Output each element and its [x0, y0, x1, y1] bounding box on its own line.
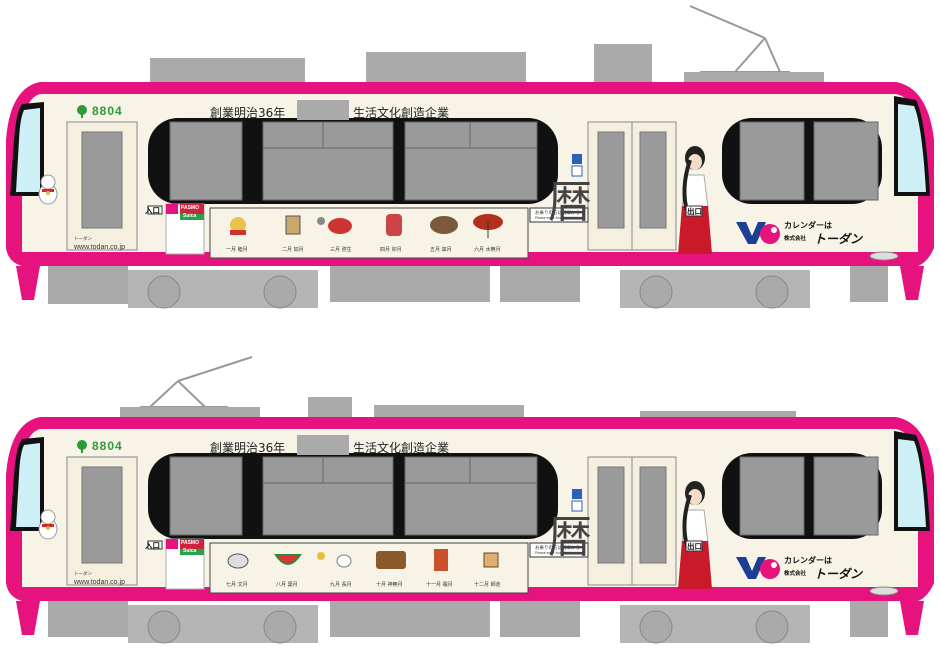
todan-logo [736, 557, 780, 579]
underframe-3 [500, 601, 580, 637]
wheelchair-icon [572, 154, 582, 164]
slogan-left: 創業明治36年 [210, 441, 286, 455]
roof-unit-4 [640, 411, 796, 419]
month-label: 十月 神無月 [376, 582, 403, 588]
slogan-right: 生活文化創造企業 [353, 441, 450, 455]
pantograph [140, 356, 253, 408]
roof-unit-2 [366, 52, 526, 84]
car-number: 8804 [92, 104, 123, 118]
slogan-right: 生活文化創造企業 [353, 106, 450, 120]
pasmo-label: PASMO [181, 540, 199, 546]
month-label: 四月 卯月 [380, 247, 402, 253]
company-name: トーダン [814, 232, 863, 246]
city-logo-icon [77, 105, 87, 118]
maneki-neko-icon [38, 174, 58, 205]
roof-unit-1 [120, 407, 260, 419]
entrance-label: 入口 [145, 206, 160, 215]
roof-unit-3 [594, 44, 652, 84]
notice-label: お乗りの方は前扉から [535, 210, 580, 215]
door-label: トーダン [74, 571, 92, 576]
shrine-maiden-figure [678, 481, 712, 589]
month-label: 五月 皐月 [430, 247, 452, 253]
tram-drawing [6, 5, 934, 309]
calendar-text: カレンダーは [784, 556, 832, 565]
month-illustrations [230, 214, 503, 238]
tram-car-bottom: 8804 創業明治36年 生活文化創造企業 www.todan.co.jp トー… [0, 335, 940, 670]
calendar-text: カレンダーは [784, 221, 832, 230]
notice-label: お乗りの方は前扉から [535, 545, 580, 550]
tram-drawing [6, 356, 934, 644]
website: www.todan.co.jp [74, 579, 125, 586]
suica-label: Suica [183, 548, 197, 554]
door-label: トーダン [74, 236, 92, 241]
pasmo-label: PASMO [181, 205, 199, 211]
underframe-3 [500, 266, 580, 302]
roof-unit-3 [374, 405, 524, 419]
underframe-2 [330, 601, 490, 637]
month-label: 九月 長月 [330, 582, 352, 588]
calligraphy: 暦 [548, 512, 592, 563]
month-label: 二月 如月 [282, 247, 304, 253]
roof-unit-2 [308, 397, 352, 419]
maneki-neko-icon [38, 509, 58, 540]
company-prefix: 株式会社 [784, 236, 807, 242]
month-illustrations [227, 549, 499, 571]
month-label: 十一月 霜月 [426, 582, 453, 588]
calendar-strip [209, 542, 529, 594]
entrance-label: 入口 [145, 541, 160, 550]
roof-unit-1 [150, 58, 305, 84]
underframe-1 [48, 266, 128, 304]
slogan-left: 創業明治36年 [210, 106, 286, 120]
underframe-4 [850, 266, 888, 302]
calligraphy: 暦 [548, 177, 592, 228]
pantograph [689, 5, 790, 73]
city-logo-icon [77, 440, 87, 453]
underframe-2 [330, 266, 490, 302]
notice-en-label: Please enter from the front [535, 551, 577, 555]
roof-unit-4 [684, 72, 824, 84]
exit-label: 出口 [687, 207, 702, 216]
month-label: 六月 水無月 [474, 247, 501, 253]
month-label: 十二月 師走 [474, 582, 501, 588]
company-name: トーダン [814, 567, 863, 581]
website: www.todan.co.jp [74, 244, 125, 251]
tram-car-top: 8804 創業明治36年 生活文化創造企業 www.todan.co.jp トー… [6, 5, 934, 309]
wheelchair-icon [572, 489, 582, 499]
underframe-1 [48, 601, 128, 637]
exit-label: 出口 [687, 542, 702, 551]
calendar-strip [209, 207, 529, 259]
month-label: 八月 葉月 [276, 582, 298, 588]
month-label: 一月 睦月 [226, 247, 248, 253]
company-prefix: 株式会社 [784, 571, 807, 577]
suica-label: Suica [183, 213, 197, 219]
todan-logo [736, 222, 780, 244]
month-label: 七月 文月 [226, 582, 248, 588]
notice-en-label: Please enter from the front [535, 216, 577, 220]
car-number: 8804 [92, 439, 123, 453]
month-label: 三月 弥生 [330, 247, 352, 253]
underframe-4 [850, 601, 888, 637]
